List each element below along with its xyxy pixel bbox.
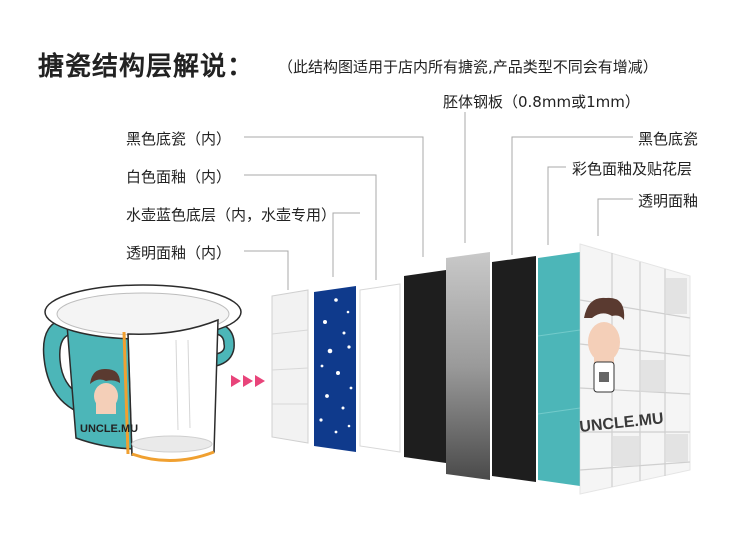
leader-clear-glaze-outer [598, 199, 633, 236]
leader-blue-base-kettle [333, 213, 360, 277]
leader-color-glaze-decal [548, 167, 566, 245]
layer-white-glaze [360, 284, 400, 452]
layer-black-base-inner [404, 270, 446, 463]
layer-steel-body [446, 252, 490, 480]
layer-clear-glaze-inner [272, 290, 308, 443]
layer-black-base-outer [492, 256, 536, 482]
leader-black-base-outer [512, 137, 633, 255]
leader-white-glaze-inner [244, 175, 376, 280]
arrow-icons [231, 375, 265, 387]
leader-clear-glaze-inner [244, 251, 288, 290]
layer-color-glaze-decal [538, 252, 580, 486]
mug-illustration: UNCLE.MU [44, 285, 241, 461]
layer-blue-base [314, 286, 356, 452]
mug-brand-text: UNCLE.MU [80, 423, 138, 435]
